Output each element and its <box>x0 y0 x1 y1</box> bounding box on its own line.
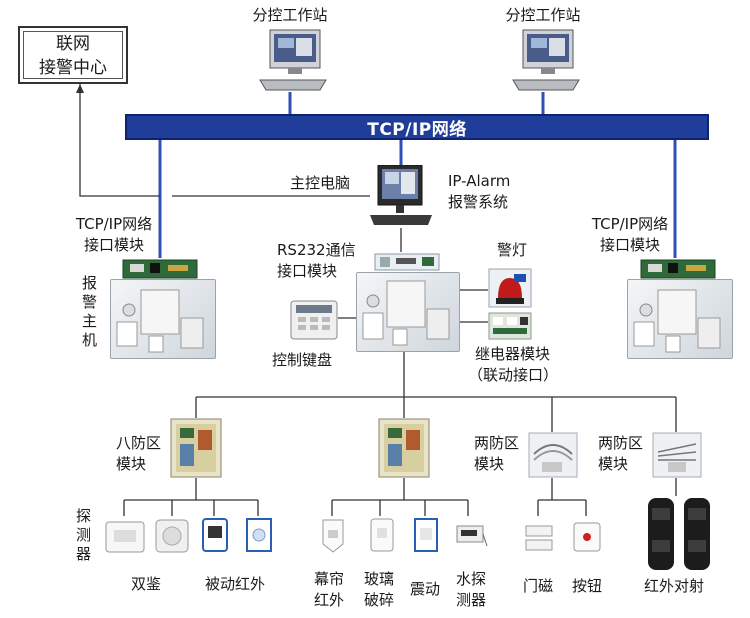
workstation-label-2: 分控工作站 <box>505 6 581 24</box>
alarm-host-equipment-right <box>627 279 733 359</box>
relay-label-line2: （联动接口） <box>468 366 559 384</box>
tcp-module-right-line1: TCP/IP网络 <box>591 215 669 233</box>
panic-button-icon <box>573 522 601 552</box>
pir-label: 被动红外 <box>205 575 266 593</box>
alarm-host-label: 报警主机 <box>82 274 98 349</box>
relay-label-line1: 继电器模块 <box>475 345 551 363</box>
keypad-icon <box>290 300 338 340</box>
water-detector-label: 水探 测器 <box>455 570 486 609</box>
vibration-label: 震动 <box>410 580 441 598</box>
center-line1: 联网 <box>56 34 90 54</box>
pir-detector-icon <box>202 518 228 552</box>
alarm-center-box: 联网 接警中心 <box>18 26 128 84</box>
panic-button-label: 按钮 <box>572 577 603 595</box>
network-label: TCP/IP网络 <box>367 119 467 140</box>
alarm-devices-icon <box>116 289 204 353</box>
alarm-devices-icon <box>633 289 721 353</box>
center-line2: 接警中心 <box>39 58 107 78</box>
alarm-host-equipment-center <box>356 272 460 352</box>
workstation-label-1: 分控工作站 <box>252 6 328 24</box>
door-contact-label: 门磁 <box>523 577 554 595</box>
rs232-label-line1: RS232通信 <box>277 241 356 259</box>
dual-tech-detector-icon <box>105 521 145 553</box>
two-zone-module-wired <box>652 432 702 478</box>
eight-zone-module-board <box>170 418 222 478</box>
tcp-module-left-line2: 接口模块 <box>83 236 144 254</box>
alarm-system-label: 报警系统 <box>448 193 509 211</box>
glass-break-detector-icon <box>370 518 394 552</box>
curtain-ir-detector-icon <box>322 519 344 553</box>
alarm-host-equipment-left <box>110 279 216 359</box>
workstation-computer-icon <box>512 29 580 91</box>
circuit-board-icon <box>640 259 716 279</box>
vibration-detector-icon <box>414 518 438 552</box>
main-computer-icon <box>370 165 432 225</box>
workstation-computer-icon <box>259 29 327 91</box>
main-pc-label: 主控电脑 <box>290 174 351 192</box>
curtain-ir-label: 幕帘 红外 <box>313 570 344 609</box>
tcp-module-left-line1: TCP/IP网络 <box>75 215 153 233</box>
pir-detector-icon <box>246 518 272 552</box>
eight-zone-module-label: 八防区 模块 <box>116 434 162 473</box>
warning-light-icon <box>488 268 532 308</box>
two-zone-module-label-a: 两防区 模块 <box>474 434 520 473</box>
dual-tech-label: 双鉴 <box>131 575 162 593</box>
rs232-board-icon <box>374 253 440 271</box>
relay-module-icon <box>488 312 532 340</box>
two-zone-module-label-b: 两防区 模块 <box>598 434 644 473</box>
water-detector-icon <box>456 525 488 547</box>
eight-zone-module-board <box>378 418 430 478</box>
warning-light-label: 警灯 <box>497 241 528 259</box>
two-zone-module-wired <box>528 432 578 478</box>
alarm-devices-icon <box>362 280 450 346</box>
rs232-label-line2: 接口模块 <box>277 262 338 280</box>
keypad-label: 控制键盘 <box>272 351 333 369</box>
detectors-label: 探测器 <box>76 507 92 563</box>
door-contact-icon <box>525 525 553 551</box>
circuit-board-icon <box>122 259 198 279</box>
dual-tech-detector-icon <box>155 519 189 553</box>
ir-beam-label: 红外对射 <box>644 577 705 595</box>
tcp-ip-network-bar: TCP/IP网络 <box>125 114 709 140</box>
ir-beam-detector-icon <box>648 498 710 570</box>
tcp-module-right-line2: 接口模块 <box>599 236 660 254</box>
ip-alarm-label: IP-Alarm <box>448 172 511 190</box>
glass-break-label: 玻璃 破碎 <box>363 570 394 609</box>
